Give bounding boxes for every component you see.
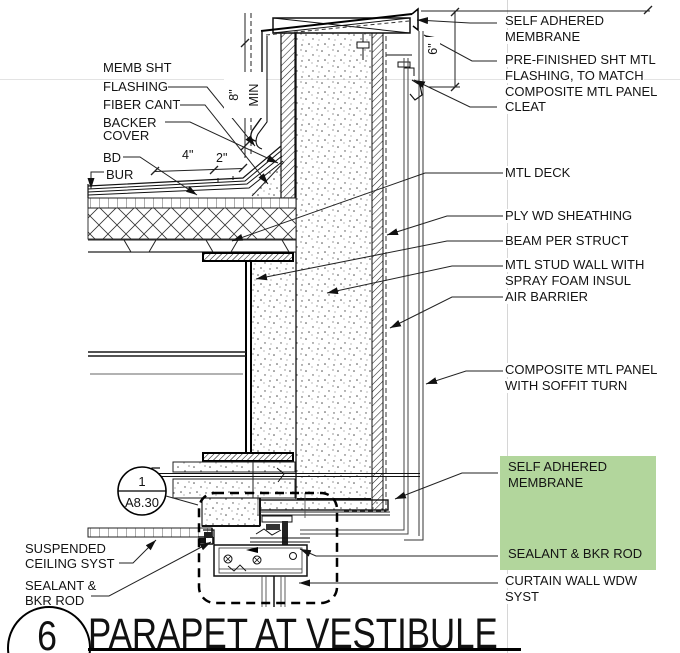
label-cover-bd-line1: COVER xyxy=(103,128,150,143)
detail-callout-circle xyxy=(117,466,199,516)
label-backer: BACKER xyxy=(103,115,157,130)
parapet-cap xyxy=(250,7,423,150)
dashed-detail-boundary xyxy=(197,491,339,605)
label-memb-sht-flashing-line1: MEMB SHT xyxy=(103,60,172,75)
label-fiber-cant: FIBER CANT xyxy=(103,97,181,112)
label-mtl-deck: MTL DECK xyxy=(505,165,571,180)
label-self-adhered-membrane-top-line1: SELF ADHERED xyxy=(505,13,604,28)
label-sealant-bkr-rod-left-line1: SEALANT & xyxy=(25,578,97,593)
label-self-adhered-membrane-green-line2: MEMBRANE xyxy=(508,475,584,490)
label-memb-sht-flashing-line2: FLASHING xyxy=(103,79,169,94)
label-air-barrier: AIR BARRIER xyxy=(505,289,589,304)
leader-lines xyxy=(87,17,503,597)
label-composite-panel-line1: COMPOSITE MTL PANEL xyxy=(505,362,658,377)
label-mtl-stud-wall-line1: MTL STUD WALL WITH xyxy=(505,257,645,272)
label-prefinished-flashing-line1: PRE-FINISHED SHT MTL xyxy=(505,52,656,67)
dim-2in: 2" xyxy=(216,151,228,165)
dim-min: MIN xyxy=(247,83,261,107)
label-prefinished-flashing-line3: COMPOSITE MTL PANEL xyxy=(505,84,658,99)
dim-8in-min: 8" MIN xyxy=(224,72,266,118)
label-curtain-wall-line2: SYST xyxy=(505,589,539,604)
parapet-wall xyxy=(249,32,384,511)
label-sealant-bkr-rod-left-line2: BKR ROD xyxy=(25,593,85,608)
label-self-adhered-membrane-top-line2: MEMBRANE xyxy=(505,29,581,44)
roof-assembly xyxy=(87,145,297,253)
label-bur: BUR xyxy=(106,167,134,182)
label-self-adhered-membrane-green-line1: SELF ADHERED xyxy=(508,459,607,474)
title-underline xyxy=(88,648,521,651)
title-detail-number: 6 xyxy=(37,612,57,653)
label-sealant-bkr-rod-green: SEALANT & BKR ROD xyxy=(508,546,643,561)
steel-beam xyxy=(202,252,294,462)
label-composite-panel-line2: WITH SOFFIT TURN xyxy=(505,378,628,393)
composite-panel-cladding xyxy=(300,31,424,541)
interior-wall-lines xyxy=(88,351,246,375)
label-curtain-wall-line1: CURTAIN WALL WDW xyxy=(505,573,638,588)
suspended-ceiling xyxy=(87,527,214,545)
dim-8in: 8" xyxy=(227,89,241,101)
detail-title: PARAPET AT VESTIBULE xyxy=(88,610,498,653)
label-suspended-ceiling-line2: CEILING SYST xyxy=(25,556,115,571)
callout-number: 1 xyxy=(138,474,146,489)
label-cover-bd-line2: BD xyxy=(103,150,122,165)
label-mtl-stud-wall-line2: SPRAY FOAM INSUL xyxy=(505,273,631,288)
label-prefinished-flashing-line2: FLASHING, TO MATCH xyxy=(505,68,644,83)
highlight-box xyxy=(500,456,656,570)
label-ply-wd-sheathing: PLY WD SHEATHING xyxy=(505,208,633,223)
label-cleat: CLEAT xyxy=(505,99,546,114)
callout-sheet-ref: A8.30 xyxy=(125,495,159,510)
label-suspended-ceiling-line1: SUSPENDED xyxy=(25,541,106,556)
dim-4in: 4" xyxy=(182,148,194,162)
label-beam-per-struct: BEAM PER STRUCT xyxy=(505,233,629,248)
dim-6in: 6" xyxy=(426,37,440,61)
